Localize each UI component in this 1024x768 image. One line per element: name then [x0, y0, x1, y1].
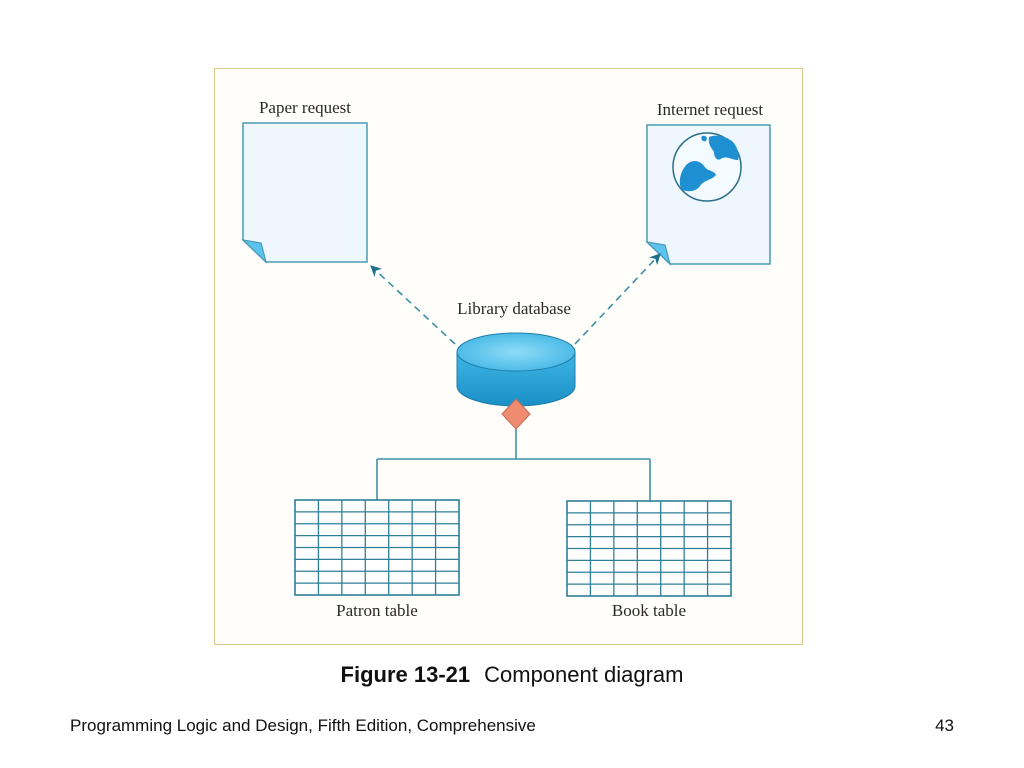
- paper-fold-icon: [241, 239, 268, 264]
- library-database-node: Library database: [456, 299, 576, 407]
- figure-title: Component diagram: [484, 662, 684, 687]
- page-number: 43: [935, 716, 954, 735]
- figure-caption: Figure 13-21 Component diagram: [0, 662, 1024, 688]
- paper-request-label: Paper request: [259, 98, 351, 117]
- aggregation-connectors: [376, 429, 651, 501]
- arrow-to-paper-request: [370, 265, 456, 345]
- arrow-to-internet-request: [574, 253, 661, 345]
- book-table-label: Book table: [612, 601, 686, 620]
- database-icon: [456, 332, 576, 407]
- paper-request-node: Paper request: [241, 98, 368, 264]
- internet-request-node: Internet request: [645, 100, 771, 266]
- patron-table-grid: [294, 499, 460, 596]
- patron-table-label: Patron table: [336, 601, 418, 620]
- globe-icon: [672, 132, 742, 202]
- book-table-grid: [566, 500, 732, 597]
- figure-number: Figure 13-21: [340, 662, 471, 687]
- internet-request-label: Internet request: [657, 100, 763, 119]
- internet-fold-icon: [645, 241, 672, 266]
- book-title: Programming Logic and Design, Fifth Edit…: [70, 716, 536, 735]
- paper-document-icon: [242, 122, 368, 263]
- library-database-label: Library database: [457, 299, 571, 318]
